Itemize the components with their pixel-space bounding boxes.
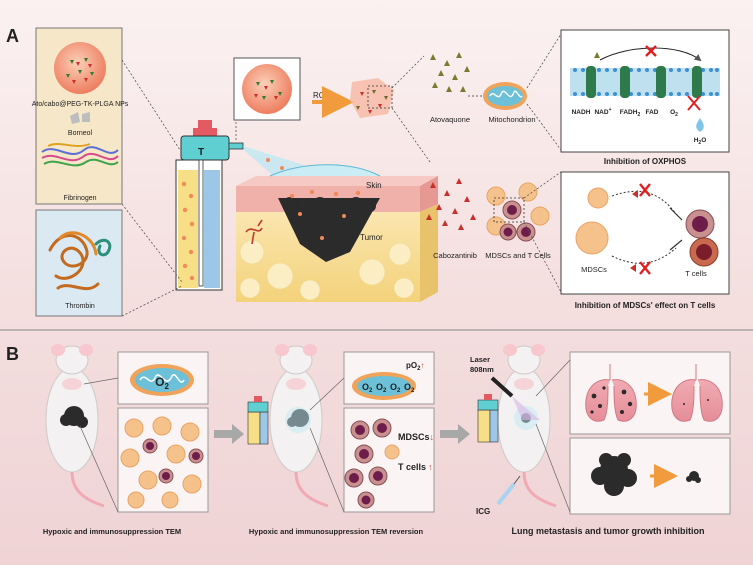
- ros-label: ROS: [313, 91, 330, 100]
- panel-b-letter: B: [6, 344, 19, 364]
- tcell-cluster-icon: [344, 418, 400, 509]
- mdsc-caption: Inhibition of MDSCs' effect on T cells: [575, 301, 716, 310]
- np-zoom-icon: [242, 64, 292, 114]
- mouse-untreated-icon: [45, 344, 105, 508]
- tcells-label: T cells↑: [398, 462, 433, 472]
- spray-device: T: [175, 120, 244, 291]
- nad-label: NAD+: [594, 107, 611, 116]
- mdsc-box-tcells-label: T cells: [685, 269, 707, 278]
- panel-a-letter: A: [6, 26, 19, 46]
- membrane-icon: [570, 45, 720, 111]
- b2-leader-lines: [309, 377, 345, 513]
- nanoparticle-icon: [54, 42, 106, 94]
- b3-leader-lines: [535, 359, 571, 513]
- mouse-treated-icon: [247, 344, 329, 508]
- o2-molecules: O2 O2 O2 O2: [362, 382, 415, 394]
- release-leader-lines: [391, 55, 431, 163]
- o2-mol-2: O2: [376, 382, 387, 394]
- oxphos-caption: Inhibition of OXPHOS: [604, 157, 687, 166]
- water-drop-icon: [696, 118, 704, 132]
- tumor-large-icon: [591, 453, 637, 496]
- borneol-label: Borneol: [68, 130, 93, 137]
- device-letter: T: [198, 147, 204, 158]
- np-on-tumor-icon: [266, 158, 361, 240]
- mito-hypoxic-icon: [130, 364, 194, 396]
- fadh2-label: FADH2: [620, 109, 641, 118]
- thrombin-label: Thrombin: [65, 303, 95, 310]
- fibrinogen-icon: [41, 143, 119, 167]
- np-label: Ato/cabo@PEG-TK-PLGA NPs: [32, 101, 129, 108]
- mitochondrion-label: Mitochondrion: [488, 115, 535, 124]
- cabozantinib-icon: [426, 178, 476, 230]
- caption-3: Lung metastasis and tumor growth inhibit…: [512, 526, 705, 536]
- mito-reoxygenated-icon: [352, 372, 416, 400]
- fad-label: FAD: [646, 109, 659, 116]
- atovaquone-icon: [430, 52, 470, 92]
- o2-left-label: O2: [155, 375, 169, 391]
- laser-label-1: Laser: [470, 355, 490, 364]
- thrombin-box: [35, 209, 123, 317]
- o2-label: O2: [670, 109, 678, 118]
- mitochondrion-icon: [483, 82, 527, 110]
- mdsc-box-mdscs-label: MDSCs: [581, 265, 607, 274]
- thrombin-icon: [48, 231, 112, 291]
- skin-label: Skin: [366, 181, 382, 190]
- mdsc-effect-diagram: [575, 183, 719, 275]
- step-arrow-1: [214, 424, 244, 444]
- np-zoom-dots-icon: [256, 80, 282, 100]
- h2o-label: H2O: [694, 137, 707, 146]
- drug-dots-red-icon: [72, 62, 92, 84]
- po2-label: pO2↑: [406, 361, 424, 372]
- caption-1: Hypoxic and immunosuppression TEM: [43, 527, 181, 536]
- cabozantinib-label: Cabozantinib: [433, 251, 477, 260]
- borneol-icon: [70, 112, 90, 124]
- np-zoom-red-dots-icon: [254, 86, 278, 100]
- oxphos-leader-lines: [526, 33, 562, 151]
- tumor-label: Tumor: [360, 233, 383, 242]
- release-zoom-box: [367, 85, 393, 109]
- mdscs-label: MDSCs↓: [398, 432, 434, 442]
- mdscs-tcells-label: MDSCs and T Cells: [485, 251, 551, 260]
- o2-mol-1: O2: [362, 382, 373, 394]
- lungs-metastasis-icon: [585, 364, 637, 422]
- mouse-laser-icon: [477, 344, 557, 508]
- caption-2: Hypoxic and immunosuppression TEM revers…: [249, 527, 424, 536]
- laser-label-2: 808nm: [470, 365, 494, 374]
- np-release-icon: [350, 78, 394, 118]
- oxphos-labels: NADH NAD+ FADH2 FAD O2 H2O: [572, 107, 707, 146]
- lungs-healthy-icon: [671, 364, 723, 422]
- fibrinogen-label: Fibrinogen: [63, 195, 96, 202]
- step-arrow-2: [440, 424, 470, 444]
- drug-dots-icon: [66, 58, 94, 78]
- atovaquone-label: Atovaquone: [430, 115, 470, 124]
- b1-leader-lines: [79, 377, 119, 513]
- icg-label: ICG: [476, 507, 490, 516]
- tumor-small-icon: [686, 471, 701, 483]
- immunosuppressive-cells-icon: [120, 416, 204, 509]
- mdsc-cluster-icon: [486, 182, 550, 242]
- mdsc-leader-lines: [523, 171, 562, 293]
- o2-mol-4: O2: [404, 382, 415, 394]
- nadh-label: NADH: [572, 109, 591, 116]
- tumor-mass-icon: [278, 197, 380, 262]
- o2-mol-3: O2: [390, 382, 401, 394]
